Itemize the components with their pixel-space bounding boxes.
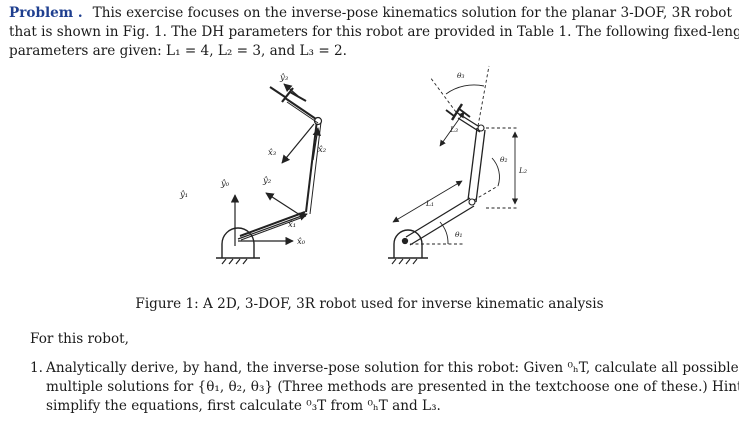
label-x2: x̂₂ <box>318 144 327 155</box>
link-1 <box>239 211 306 237</box>
item-line-1: Analytically derive, by hand, the invers… <box>46 360 739 376</box>
label-x0: x̂₀ <box>297 236 306 247</box>
x1-axis <box>237 212 308 240</box>
label-l2: L₂ <box>518 166 527 175</box>
body-lead: For this robot, <box>30 331 129 347</box>
joint-3-right <box>477 124 485 132</box>
problem-line-2: that is shown in Fig. 1. The DH paramete… <box>9 24 739 40</box>
item-line-3: simplify the equations, first calculate … <box>46 398 441 414</box>
right-base <box>393 229 423 258</box>
label-theta2: θ₂ <box>500 155 508 164</box>
label-theta1: θ₁ <box>455 230 463 239</box>
x2-axis <box>312 127 321 161</box>
y3-axis <box>281 123 315 164</box>
problem-heading: Problem . <box>9 5 83 21</box>
item-text: Analytically derive, by hand, the invers… <box>46 359 739 416</box>
label-theta3: θ₃ <box>457 71 465 80</box>
left-diagram <box>216 83 323 265</box>
joint-1 <box>401 237 409 245</box>
left-base <box>221 227 255 258</box>
x3-axis <box>283 83 299 97</box>
right-diagram <box>388 65 519 265</box>
label-y0: ŷ₀ <box>220 178 230 189</box>
problem-statement: Problem .This exercise focuses on the in… <box>9 4 739 61</box>
right-labels: θ₃ L₃ θ₂ L₂ L₁ θ₁ <box>425 71 527 239</box>
label-y2: ŷ₂ <box>262 175 272 186</box>
label-l1: L₁ <box>425 199 434 208</box>
label-y1: ŷ₁ <box>179 189 188 200</box>
link-2-right <box>467 127 478 201</box>
label-x1: x̂₁ <box>288 219 296 230</box>
item-line-2: multiple solutions for {θ₁, θ₂, θ₃} (Thr… <box>46 379 739 395</box>
y2-axis <box>265 192 301 216</box>
figure-caption: Figure 1: A 2D, 3-DOF, 3R robot used for… <box>135 296 604 312</box>
link-3 <box>284 97 317 120</box>
item-number: 1. <box>30 360 43 376</box>
problem-line-3: parameters are given: L₁ = 4, L₂ = 3, an… <box>9 43 348 59</box>
label-y3: ŷ₃ <box>279 72 289 83</box>
label-x3: x̂₃ <box>268 147 277 158</box>
joint-2 <box>468 198 476 206</box>
left-labels: ŷ₃ x̂₃ x̂₂ ŷ₀ ŷ₂ ŷ₁ x̂₁ x̂₀ <box>179 72 327 247</box>
label-l3: L₃ <box>449 125 458 134</box>
problem-line-1: Problem .This exercise focuses on the in… <box>9 5 732 21</box>
